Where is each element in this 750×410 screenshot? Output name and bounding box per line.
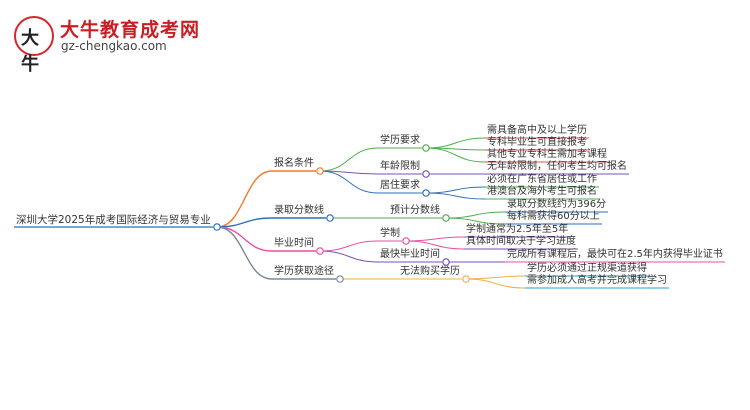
node-dot: [422, 170, 430, 178]
connector-root-branch: [216, 226, 273, 280]
connector-sub-leaf: [405, 236, 465, 242]
leaf-fastest-2-5-years: 完成所有课程后，最快可在2.5年内获得毕业证书: [507, 249, 723, 260]
leaf-60-per-subject: 每科需获得60分以上: [507, 211, 600, 222]
logo-url: gz-chengkao.com: [61, 39, 167, 53]
branch-graduation-time: 毕业时间: [274, 238, 314, 249]
connector-root-branch: [216, 226, 273, 252]
root-node-dot: [213, 223, 221, 231]
connector-branch-sub: [319, 250, 379, 263]
logo-emblem: 大牛: [14, 16, 54, 75]
node-dot: [422, 189, 430, 197]
branch-registration-conditions: 报名条件: [274, 158, 314, 169]
logo-brand-name: 大牛教育成考网: [60, 19, 201, 41]
connector-branch-sub: [319, 147, 379, 172]
leaf-depends-on-progress: 具体时间取决于学习进度: [466, 236, 576, 247]
leaf-college-direct-apply: 专科毕业生可直接报考: [487, 137, 587, 148]
leaf-guangdong-residence: 必须在广东省居住或工作: [487, 174, 597, 185]
leaf-adult-exam-courses: 需参加成人高考并完成课程学习: [527, 275, 667, 286]
node-dot: [462, 275, 470, 283]
connector-sub-leaf: [425, 137, 486, 149]
connector-sub-leaf: [405, 240, 465, 250]
connector-root-branch: [216, 217, 273, 228]
connector-root-branch: [216, 170, 273, 228]
node-cannot-buy-degree: 无法购买学历: [400, 266, 460, 277]
node-education-requirement: 学历要求: [380, 135, 420, 146]
mindmap-root: 深圳大学2025年成考国际经济与贸易专业: [16, 214, 211, 226]
site-logo[interactable]: 大牛 大牛教育成考网 gz-chengkao.com: [14, 14, 234, 75]
connector-sub-leaf: [425, 192, 486, 200]
connector-sub-leaf: [445, 211, 506, 219]
node-dot: [442, 214, 450, 222]
branch-admission-score: 录取分数线: [274, 205, 324, 216]
connector-sub-leaf: [445, 217, 506, 225]
node-dot: [402, 237, 410, 245]
connector-sub-leaf: [425, 186, 486, 194]
node-study-system: 学制: [380, 228, 400, 239]
node-dot: [336, 275, 344, 283]
leaf-high-school-required: 需具备高中及以上学历: [487, 125, 587, 136]
leaf-extra-courses: 其他专业专科生需加考课程: [487, 149, 607, 160]
node-age-limit: 年龄限制: [380, 161, 420, 172]
node-residence-requirement: 居住要求: [380, 180, 420, 191]
leaf-no-age-limit: 无年龄限制，任何考生均可报名: [487, 161, 627, 172]
connector-sub-leaf: [465, 275, 526, 280]
leaf-official-channels: 学历必须通过正规渠道获得: [527, 263, 647, 274]
branch-degree-path: 学历获取途径: [274, 266, 334, 277]
node-estimated-score: 预计分数线: [390, 205, 440, 216]
node-dot: [316, 247, 324, 255]
logo-emblem-text: 大牛: [21, 28, 39, 75]
node-dot: [422, 144, 430, 152]
leaf-study-duration: 学制通常为2.5年至5年: [466, 224, 569, 235]
connector-branch-sub: [319, 170, 379, 194]
leaf-score-396: 录取分数线约为396分: [507, 199, 607, 210]
connector-sub-leaf: [425, 147, 486, 163]
node-fastest-graduation: 最快毕业时间: [380, 249, 440, 260]
connector-branch-sub: [319, 240, 379, 252]
leaf-hk-macau-overseas: 港澳台及海外考生可报名: [487, 186, 597, 197]
node-dot: [442, 258, 450, 266]
connector-sub-leaf: [465, 278, 526, 289]
node-dot: [326, 214, 334, 222]
node-dot: [316, 167, 324, 175]
